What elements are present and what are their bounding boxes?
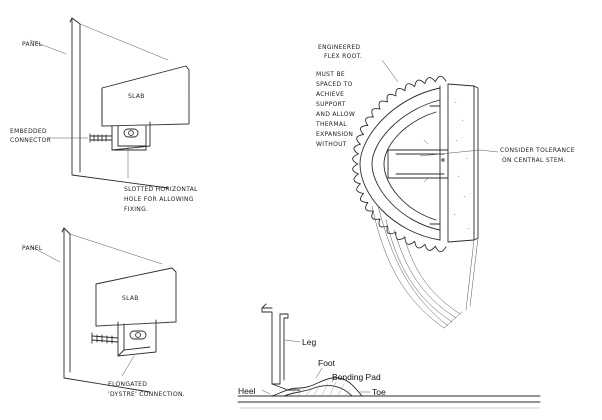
board-speckles xyxy=(453,101,470,230)
spacing-note-2: SPACED TO xyxy=(316,81,353,88)
sketch-flex-root-section: ENGINEERED FLEX ROOT. MUST BE SPACED TO … xyxy=(315,44,575,329)
spacing-note-7: EXPANSION xyxy=(316,131,353,138)
slot-note-3: FIXING. xyxy=(124,206,148,213)
spacing-note-6: THERMAL xyxy=(315,121,347,128)
spacing-note-4: SUPPORT xyxy=(316,101,346,108)
label-leg: Leg xyxy=(302,337,316,347)
panel-label-2: PANEL xyxy=(22,245,43,252)
sketch-panel-slab-connector-top: PANEL SLAB EMBEDDED CONNECTOR SLOTTED HO… xyxy=(10,17,198,213)
label-foot: Foot xyxy=(318,358,336,368)
spacing-note-8: WITHOUT xyxy=(316,141,347,148)
slab-label-2: SLAB xyxy=(122,295,139,302)
spacing-note-3: ACHIEVE xyxy=(316,91,344,98)
spacing-note-5: AND ALLOW xyxy=(316,111,355,118)
panel-label-1: PANEL xyxy=(22,41,43,48)
sketch-panel-slab-connector-bottom: PANEL SLAB ELONGATED 'DYSTRE' CONNECTION… xyxy=(22,227,185,398)
connector-label-1a: EMBEDDED xyxy=(10,128,47,135)
connector-label-2b: 'DYSTRE' CONNECTION. xyxy=(108,391,185,398)
pad-hatching xyxy=(289,381,351,396)
tolerance-note-1: CONSIDER TOLERANCE xyxy=(500,147,575,154)
connector-label-2a: ELONGATED xyxy=(108,381,147,388)
slot-note-1: SLOTTED HORIZONTAL xyxy=(124,186,198,193)
spacing-note-1: MUST BE xyxy=(316,71,345,78)
label-heel: Heel xyxy=(238,386,256,396)
label-toe: Toe xyxy=(372,387,386,397)
sketch-clip-profile: Leg Foot Bonding Pad Heel Toe xyxy=(237,303,541,409)
flex-root-note-2: FLEX ROOT. xyxy=(324,53,362,60)
connector-label-1b: CONNECTOR xyxy=(10,137,51,144)
flex-root-note-1: ENGINEERED xyxy=(318,44,360,51)
slab-label-1: SLAB xyxy=(128,93,145,100)
slot-note-2: HOLE FOR ALLOWING xyxy=(124,196,194,203)
label-bonding-pad: Bonding Pad xyxy=(332,372,381,382)
tolerance-note-2: ON CENTRAL STEM. xyxy=(502,157,566,164)
